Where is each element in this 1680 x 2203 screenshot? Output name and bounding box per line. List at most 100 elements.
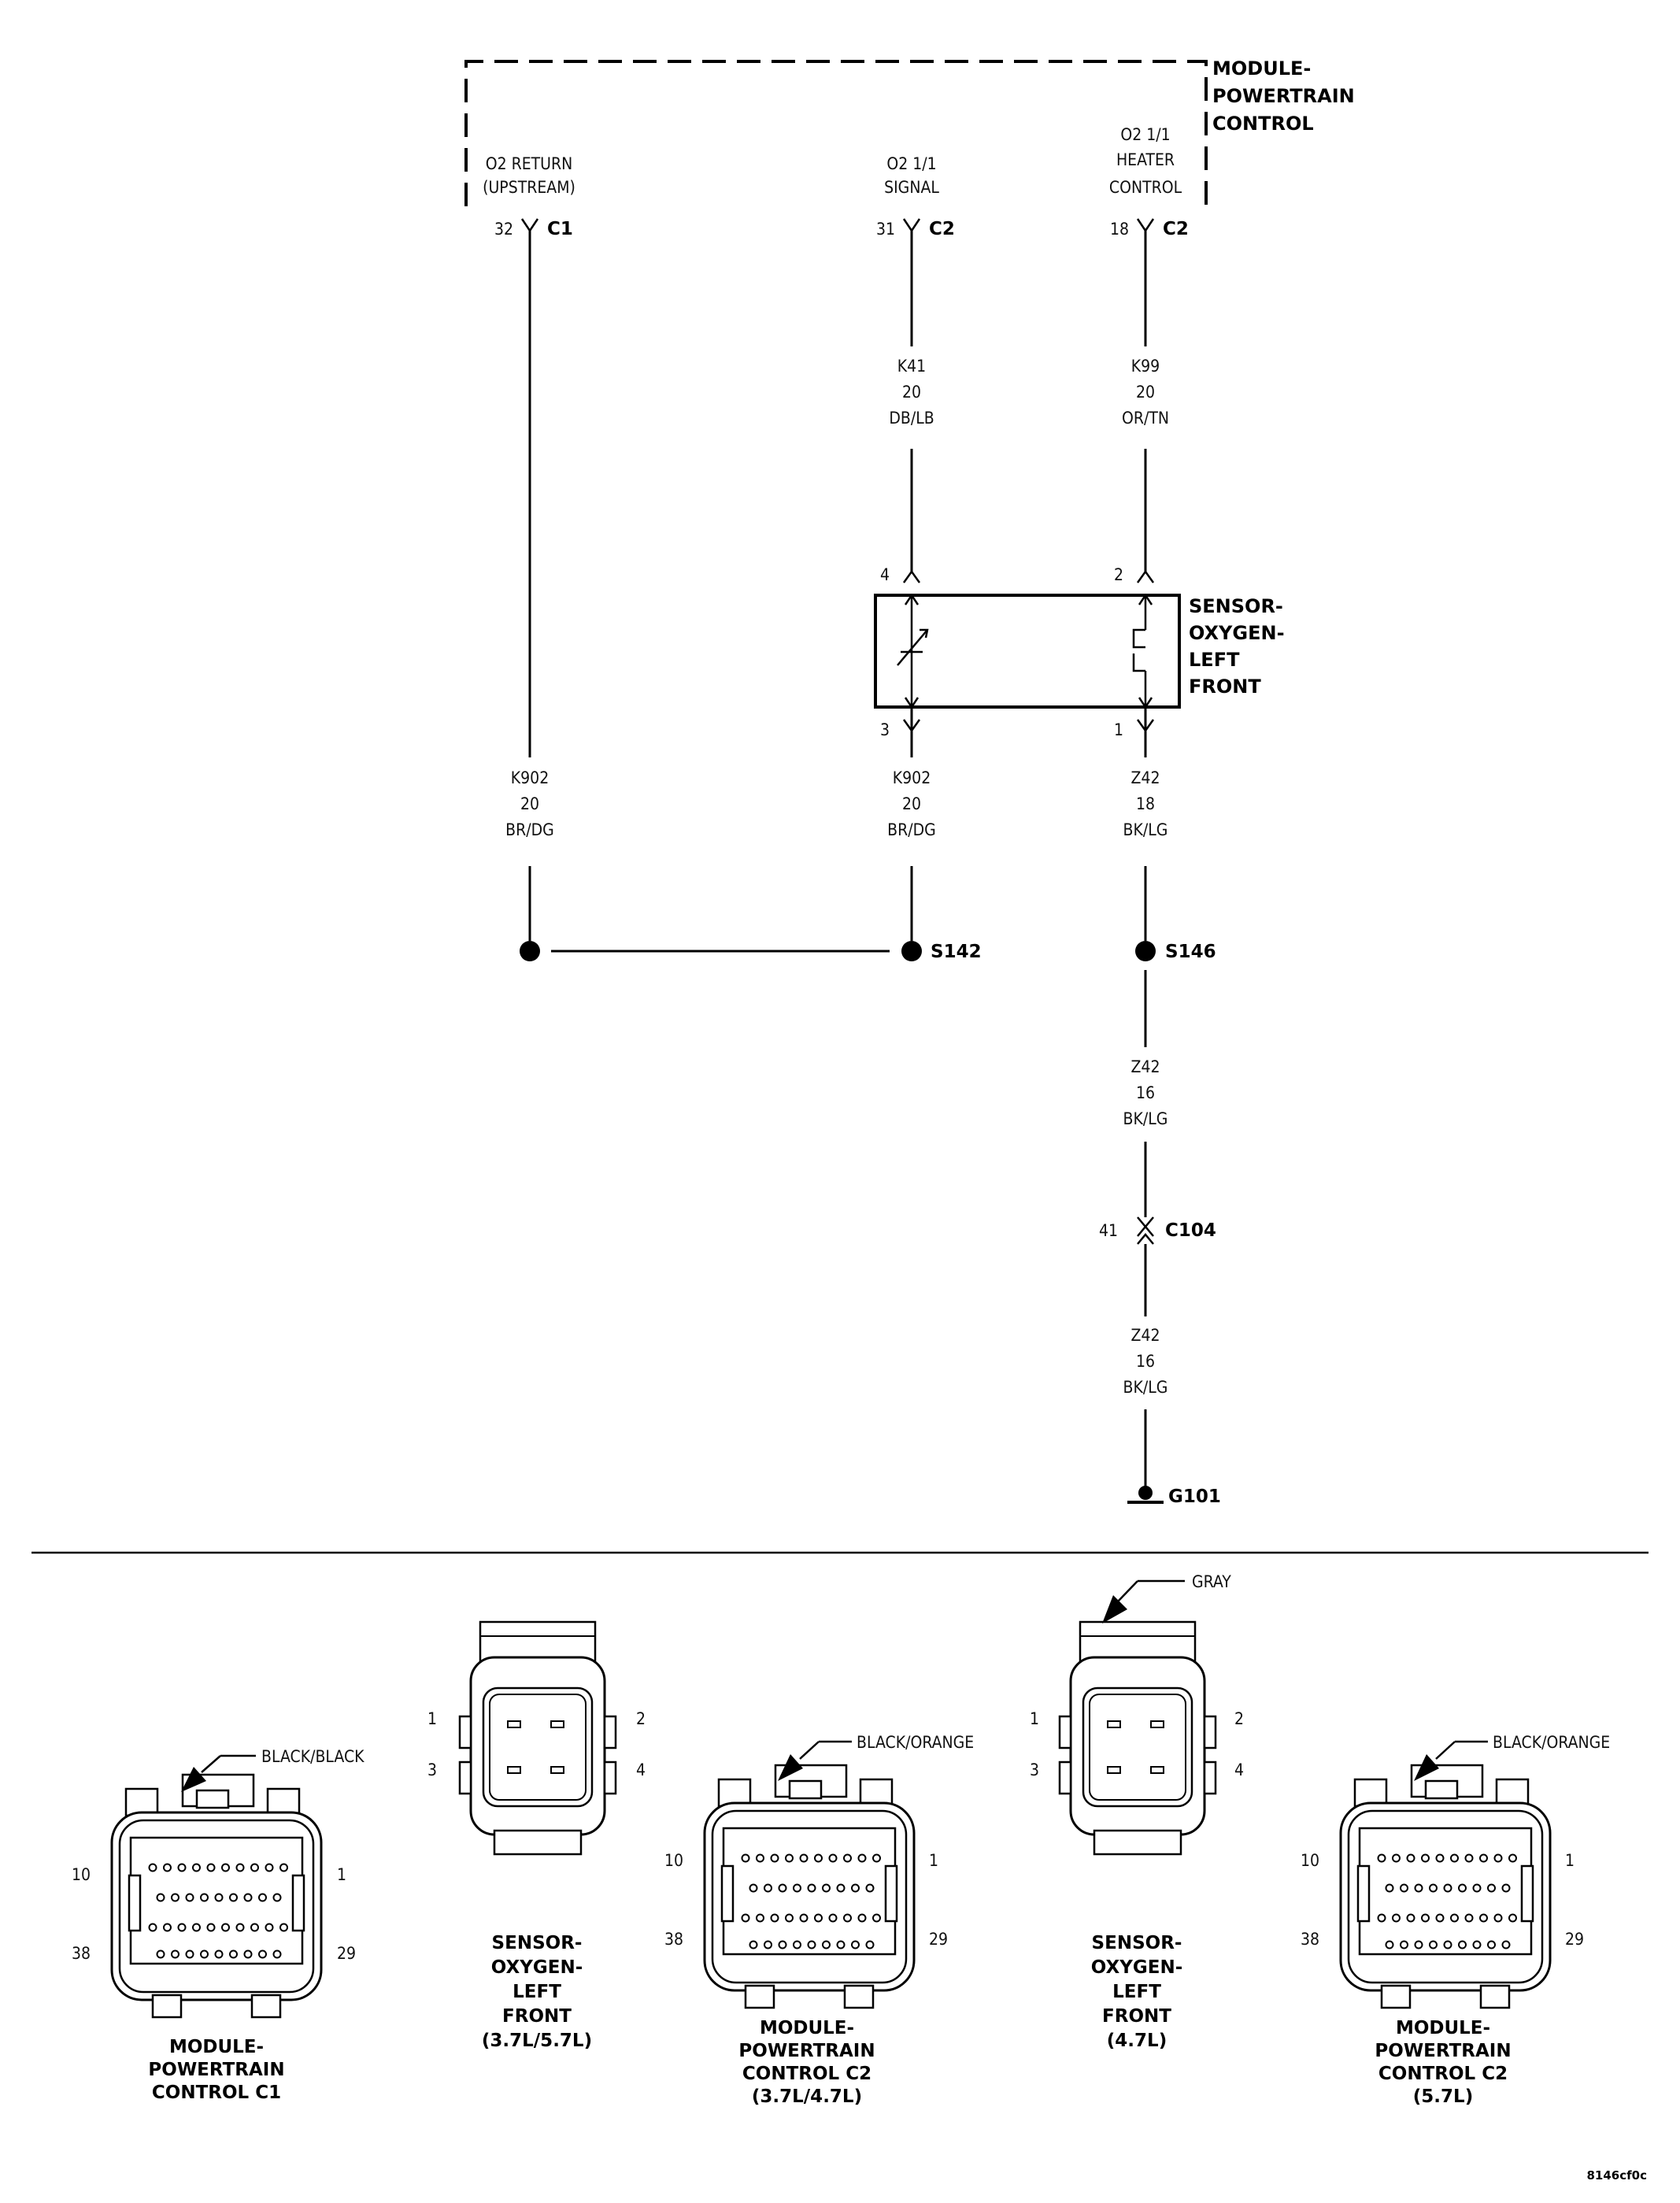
wire-label-z42-a: Z42 18 BK/LG: [1123, 768, 1168, 839]
svg-text:K99: K99: [1131, 357, 1160, 376]
svg-text:OXYGEN-: OXYGEN-: [491, 1957, 583, 1978]
svg-text:C1: C1: [547, 219, 573, 239]
svg-text:38: 38: [664, 1930, 683, 1949]
pcm-c2-pin-18: 18 C2: [1110, 218, 1189, 239]
pcm-c1-title-3: CONTROL C1: [152, 2083, 281, 2103]
svg-text:20: 20: [520, 794, 539, 813]
svg-text:18: 18: [1110, 220, 1129, 239]
svg-text:(4.7L): (4.7L): [1107, 2031, 1167, 2051]
svg-text:38: 38: [1301, 1930, 1319, 1949]
svg-text:1: 1: [427, 1709, 437, 1728]
sensor-pin-2: 2: [1114, 565, 1123, 584]
svg-text:SENSOR-: SENSOR-: [492, 1933, 583, 1953]
figure-id: 8146cf0c: [1587, 2168, 1648, 2183]
svg-text:MODULE-: MODULE-: [1396, 2018, 1490, 2038]
sensor-title-1: SENSOR-: [1189, 595, 1283, 617]
svg-text:3: 3: [1030, 1761, 1039, 1779]
svg-text:1: 1: [1030, 1709, 1039, 1728]
pcm-title-2: POWERTRAIN: [1212, 85, 1355, 107]
pcm-c1-title-1: MODULE-: [169, 2037, 264, 2057]
svg-text:3: 3: [427, 1761, 437, 1779]
pcm-c2-pin-31: 31 C2: [876, 218, 955, 239]
svg-text:29: 29: [929, 1930, 948, 1949]
wire-label-k902-mid: K902 20 BR/DG: [887, 768, 936, 839]
o2-heater-label-3: CONTROL: [1109, 178, 1182, 197]
svg-text:OR/TN: OR/TN: [1122, 409, 1169, 428]
pcm-c2-a-color: BLACK/ORANGE: [857, 1733, 974, 1752]
pcm-c1-title-2: POWERTRAIN: [148, 2060, 284, 2080]
svg-text:SENSOR-: SENSOR-: [1092, 1933, 1182, 1953]
svg-text:4: 4: [636, 1761, 646, 1779]
pcm-title-1: MODULE-: [1212, 57, 1311, 80]
svg-text:POWERTRAIN: POWERTRAIN: [1375, 2041, 1511, 2061]
svg-text:BK/LG: BK/LG: [1123, 1378, 1168, 1397]
ground-g101: G101: [1127, 1486, 1221, 1507]
pcm-c1-pin-32: 32 C1: [494, 218, 573, 239]
o2-signal-label-2: SIGNAL: [884, 178, 939, 197]
svg-text:C2: C2: [929, 219, 955, 239]
wire-label-z42-c: Z42 16 BK/LG: [1123, 1326, 1168, 1397]
sensor-pin-3: 3: [880, 720, 890, 739]
connector-sensor-b: GRAY 1 2 3 4 SENSOR- OXYGEN- LEFT FRONT …: [1030, 1572, 1244, 2051]
svg-text:(3.7L/4.7L): (3.7L/4.7L): [752, 2086, 862, 2107]
svg-text:G101: G101: [1168, 1487, 1221, 1507]
svg-text:S146: S146: [1165, 942, 1216, 962]
svg-text:LEFT: LEFT: [513, 1982, 561, 2002]
svg-text:Z42: Z42: [1131, 1326, 1160, 1345]
splice-s142: S142: [520, 941, 982, 962]
svg-text:10: 10: [664, 1851, 683, 1870]
svg-text:38: 38: [72, 1944, 91, 1963]
svg-text:20: 20: [902, 794, 921, 813]
o2-signal-label-1: O2 1/1: [886, 154, 936, 173]
sensor-title-2: OXYGEN-: [1189, 622, 1285, 644]
svg-text:32: 32: [494, 220, 513, 239]
svg-text:10: 10: [72, 1865, 91, 1884]
connector-pcm-c1: BLACK/BLACK 10 1 38 29 MODULE- POWERTRAI…: [72, 1747, 364, 2103]
o2-heater-label-2: HEATER: [1116, 150, 1175, 169]
svg-text:CONTROL C2: CONTROL C2: [1378, 2064, 1508, 2084]
svg-text:16: 16: [1136, 1352, 1155, 1371]
svg-text:OXYGEN-: OXYGEN-: [1091, 1957, 1183, 1978]
connector-sensor-a: 1 2 3 4 SENSOR- OXYGEN- LEFT FRONT (3.7L…: [427, 1620, 646, 2051]
svg-text:BK/LG: BK/LG: [1123, 820, 1168, 839]
connector-pcm-c2-b: BLACK/ORANGE 10 1 38 29 MODULE- POWERTRA…: [1301, 1733, 1610, 2107]
connector-pcm-c2-a: BLACK/ORANGE 10 1 38 29 MODULE- POWERTRA…: [664, 1733, 974, 2107]
svg-text:Z42: Z42: [1131, 768, 1160, 787]
svg-text:MODULE-: MODULE-: [760, 2018, 854, 2038]
svg-text:LEFT: LEFT: [1112, 1982, 1161, 2002]
svg-text:BR/DG: BR/DG: [505, 820, 554, 839]
sensor-title-3: LEFT: [1189, 649, 1240, 671]
svg-text:C2: C2: [1163, 219, 1189, 239]
svg-text:1: 1: [337, 1865, 346, 1884]
pcm-c2-b-color: BLACK/ORANGE: [1493, 1733, 1610, 1752]
sensor-title-4: FRONT: [1189, 676, 1261, 698]
svg-text:(5.7L): (5.7L): [1413, 2086, 1473, 2107]
svg-text:29: 29: [337, 1944, 356, 1963]
svg-text:29: 29: [1565, 1930, 1584, 1949]
svg-text:K41: K41: [897, 357, 926, 376]
pcm-title-3: CONTROL: [1212, 113, 1314, 135]
svg-text:16: 16: [1136, 1083, 1155, 1102]
svg-text:2: 2: [1234, 1709, 1244, 1728]
sensor-b-color: GRAY: [1192, 1572, 1231, 1591]
splice-s146: S146: [1135, 941, 1216, 962]
svg-text:C104: C104: [1165, 1220, 1216, 1241]
wire-label-z42-b: Z42 16 BK/LG: [1123, 1057, 1168, 1128]
wire-label-k902-left: K902 20 BR/DG: [505, 768, 554, 839]
svg-text:K902: K902: [511, 768, 549, 787]
svg-text:BR/DG: BR/DG: [887, 820, 936, 839]
svg-text:20: 20: [1136, 383, 1155, 402]
svg-text:CONTROL C2: CONTROL C2: [742, 2064, 871, 2084]
svg-text:18: 18: [1136, 794, 1155, 813]
svg-text:Z42: Z42: [1131, 1057, 1160, 1076]
svg-text:31: 31: [876, 220, 895, 239]
svg-text:K902: K902: [893, 768, 931, 787]
svg-text:2: 2: [636, 1709, 646, 1728]
sensor-pin-1: 1: [1114, 720, 1123, 739]
o2-return-label-2: (UPSTREAM): [483, 178, 575, 197]
svg-text:1: 1: [1565, 1851, 1575, 1870]
svg-text:10: 10: [1301, 1851, 1319, 1870]
svg-text:FRONT: FRONT: [1102, 2006, 1171, 2027]
svg-text:POWERTRAIN: POWERTRAIN: [738, 2041, 875, 2061]
